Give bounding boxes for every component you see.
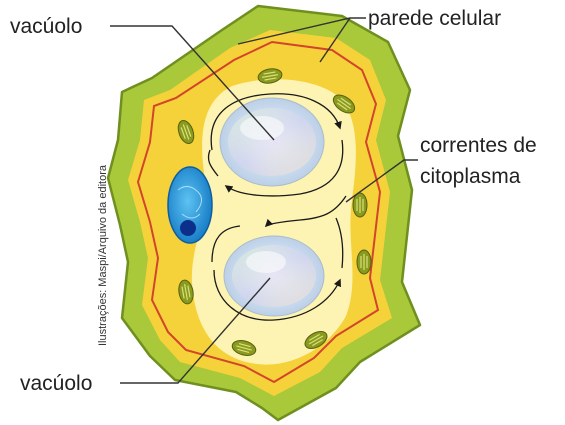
nucleolus [180, 220, 196, 236]
illustration-credit: Ilustrações: Maspi/Arquivo da editora [97, 164, 109, 346]
vacuole-bottom [224, 236, 324, 316]
label-cell-wall: parede celular [368, 7, 501, 30]
vacuole-top [220, 98, 324, 186]
label-cytoplasm-currents-line2: citoplasma [420, 165, 521, 188]
chloroplast [357, 250, 371, 274]
nucleus [168, 167, 212, 243]
label-cytoplasm-currents-line1: correntes de [420, 134, 537, 157]
label-vacuole-bottom: vacúolo [20, 372, 92, 395]
label-vacuole-top: vacúolo [10, 15, 82, 38]
chloroplast [353, 193, 367, 217]
